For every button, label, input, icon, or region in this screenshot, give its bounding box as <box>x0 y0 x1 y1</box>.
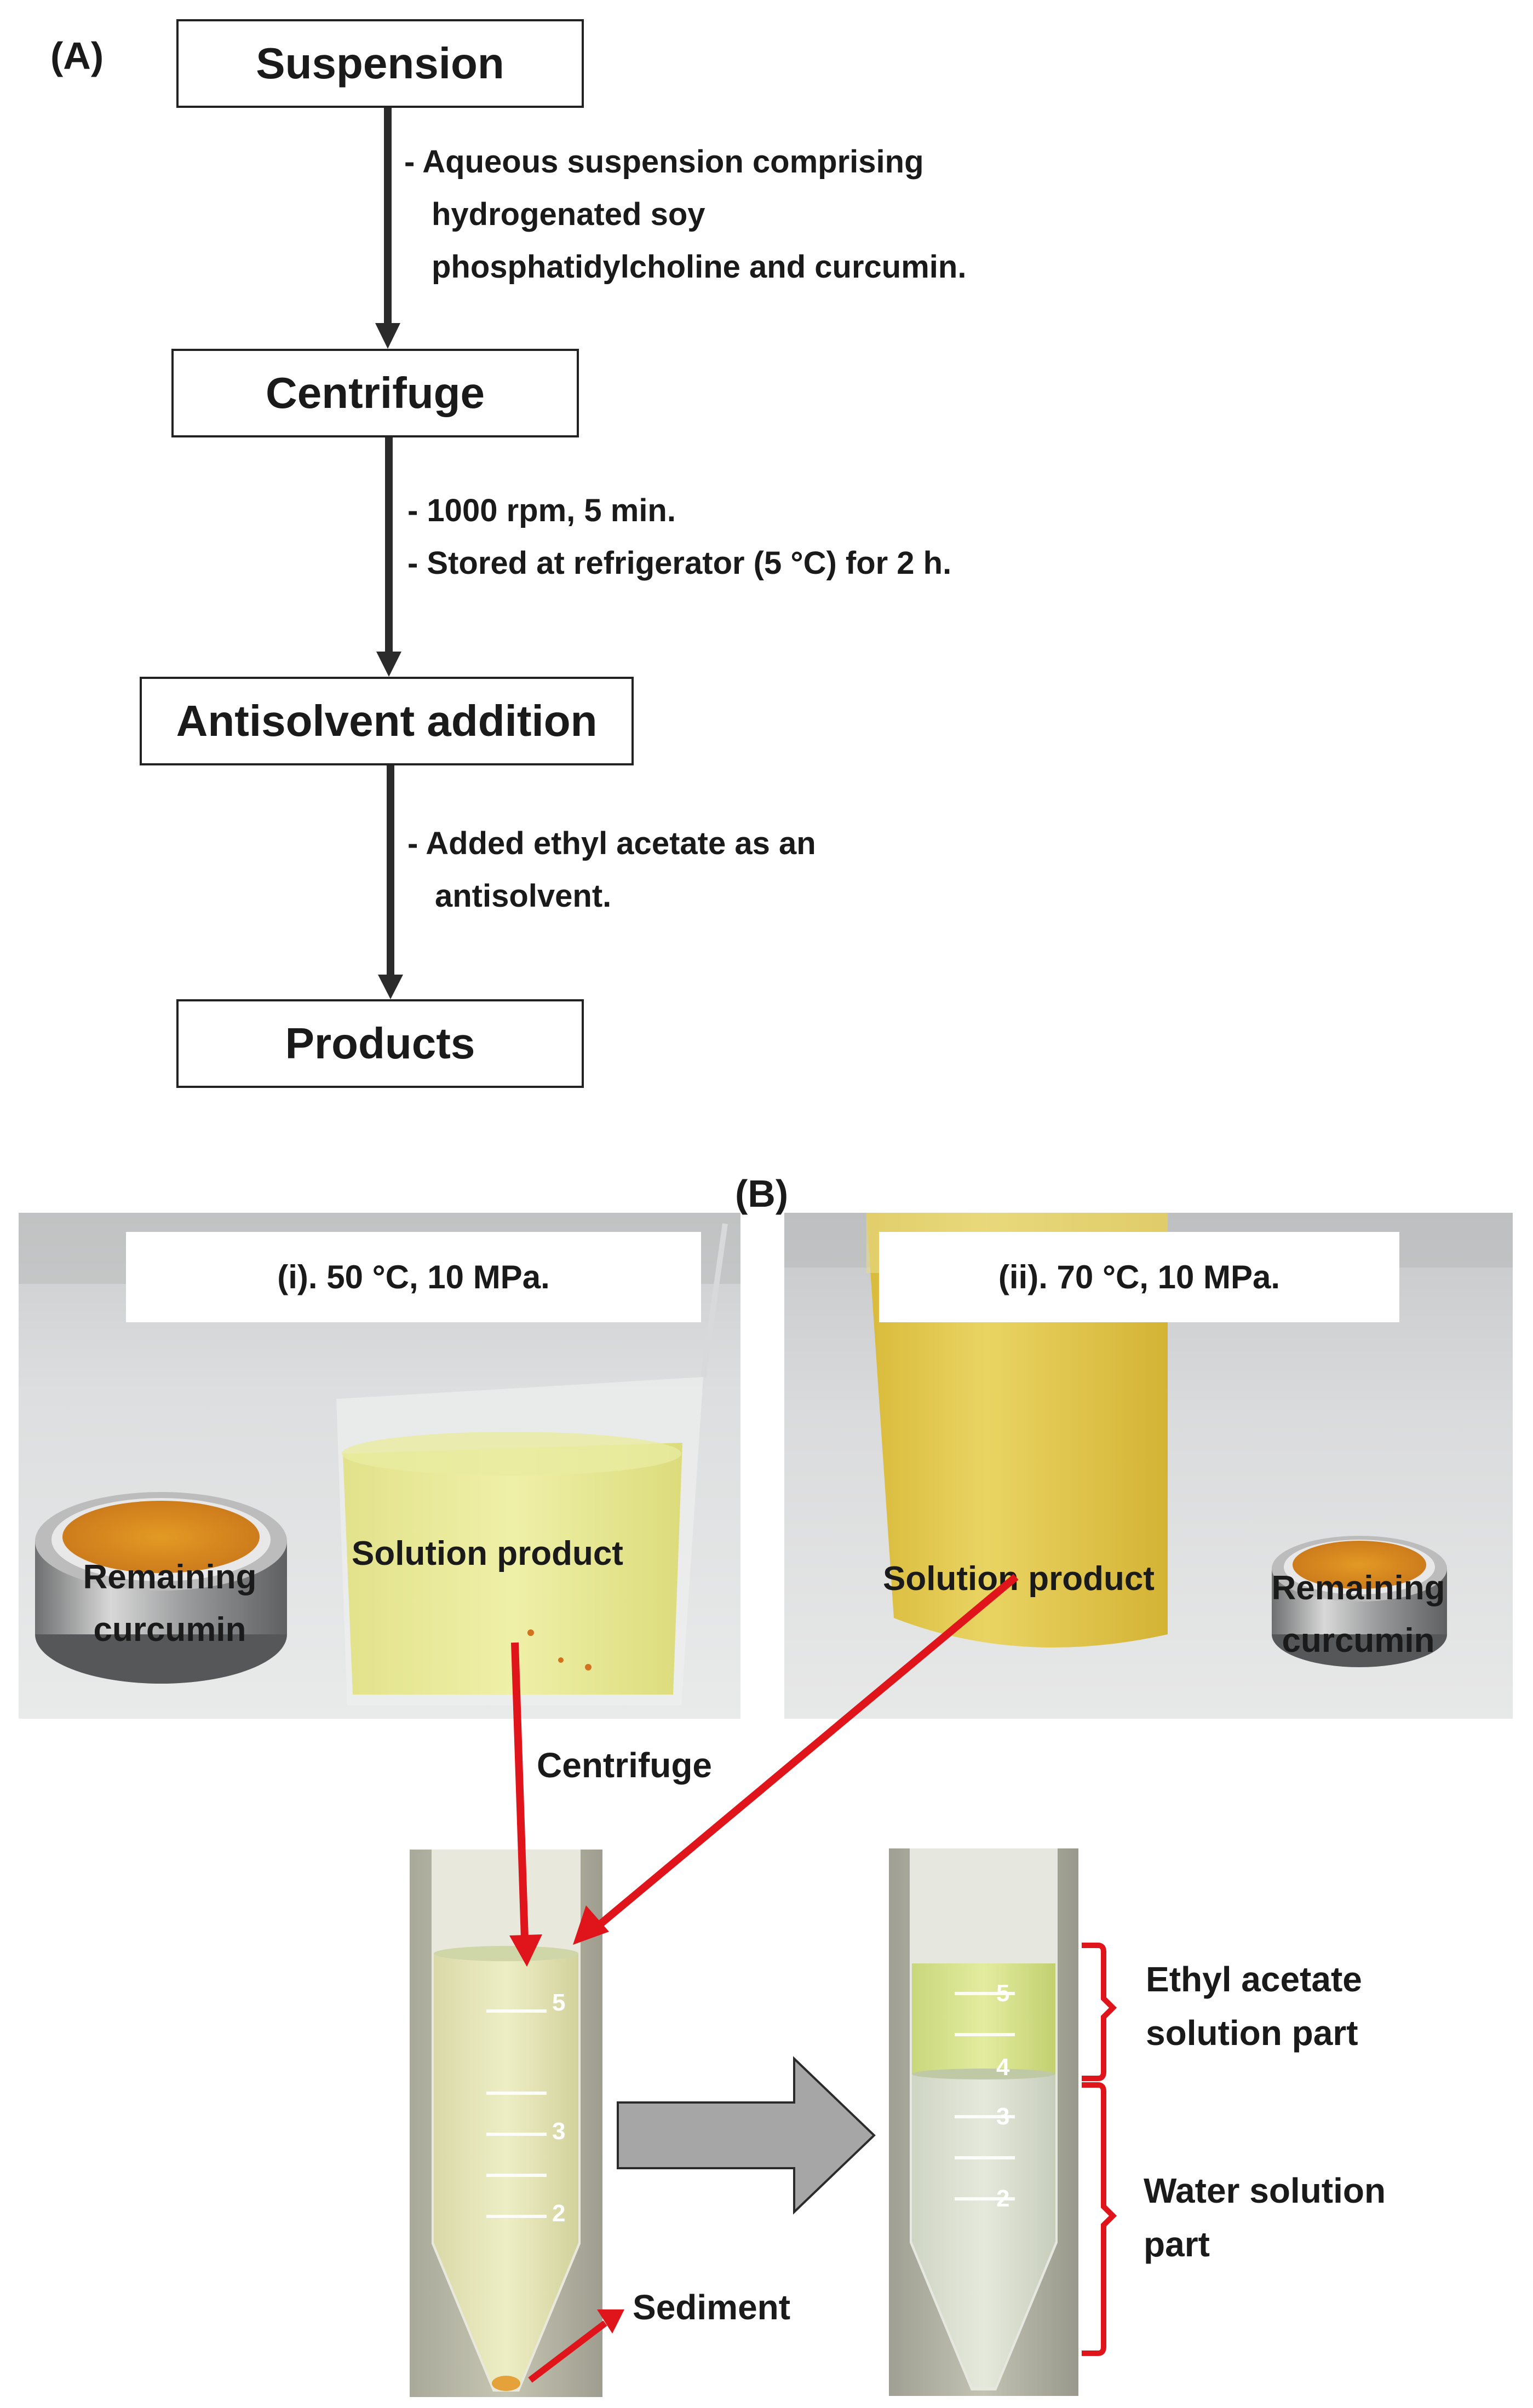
panel-b-label: (B) <box>735 1172 789 1215</box>
tube-photo-after: 5 4 3 2 <box>889 1848 1078 2396</box>
ethyl-acetate-label: Ethyl acetate solution part <box>1146 1960 1362 2053</box>
photo-ii-remaining-label: Remaining curcumin <box>1271 1569 1445 1660</box>
step-note-3: - Added ethyl acetate as an antisolvent. <box>407 826 816 914</box>
ethyl-acetate-bracket <box>1082 1943 1117 2081</box>
panel-a-label: (A) <box>50 34 104 77</box>
flow-arrows <box>375 108 403 999</box>
centrifuge-label: Centrifuge <box>537 1745 712 1785</box>
red-arrow-sediment <box>528 2320 607 2383</box>
step-centrifuge-box: Centrifuge <box>171 349 579 437</box>
tube-before-mark-2: 2 <box>552 2200 566 2227</box>
tube-photo-before: 5 3 2 <box>410 1850 602 2397</box>
flow-arrowhead-2 <box>376 652 401 677</box>
photo-ii-solution-label: Solution product <box>883 1560 1155 1598</box>
photo-i-caption: (i). 50 °C, 10 MPa. <box>126 1232 701 1322</box>
photo-ii-caption: (ii). 70 °C, 10 MPa. <box>879 1232 1399 1322</box>
step-products-box: Products <box>176 999 584 1088</box>
tube-before-mark-3: 3 <box>552 2118 566 2145</box>
sediment-label: Sediment <box>633 2288 791 2327</box>
water-solution-label: Water solution part <box>1144 2171 1386 2264</box>
red-arrow-centrifuge <box>511 1642 529 1939</box>
tube-after-mark-4: 4 <box>996 2054 1010 2081</box>
red-arrowhead-centrifuge <box>509 1934 542 1967</box>
tube-before-scene <box>410 1850 602 2397</box>
step-note-1: - Aqueous suspension comprising hydrogen… <box>404 144 967 285</box>
step-note-2: - 1000 rpm, 5 min. - Stored at refrigera… <box>407 493 952 581</box>
photo-i-solution-label: Solution product <box>352 1535 623 1572</box>
tube-before-mark-5: 5 <box>552 1989 566 2016</box>
flow-arrowhead-3 <box>378 975 403 999</box>
water-bracket <box>1082 2082 1117 2356</box>
tube-after-mark-2: 2 <box>996 2185 1010 2212</box>
red-arrowhead-photo-ii <box>573 1905 609 1945</box>
photo-i-remaining-label: Remaining curcumin <box>83 1558 257 1649</box>
step-suspension-box: Suspension <box>176 19 584 108</box>
step-antisolvent-box: Antisolvent addition <box>140 677 634 765</box>
tube-after-scene <box>889 1848 1078 2396</box>
red-arrowhead-sediment <box>597 2309 624 2334</box>
flow-arrowhead-1 <box>375 323 400 349</box>
red-arrow-photo-ii <box>597 1574 1019 1928</box>
tube-after-mark-3: 3 <box>996 2103 1010 2130</box>
tube-after-mark-5: 5 <box>996 1980 1010 2007</box>
process-arrow <box>617 2056 876 2215</box>
